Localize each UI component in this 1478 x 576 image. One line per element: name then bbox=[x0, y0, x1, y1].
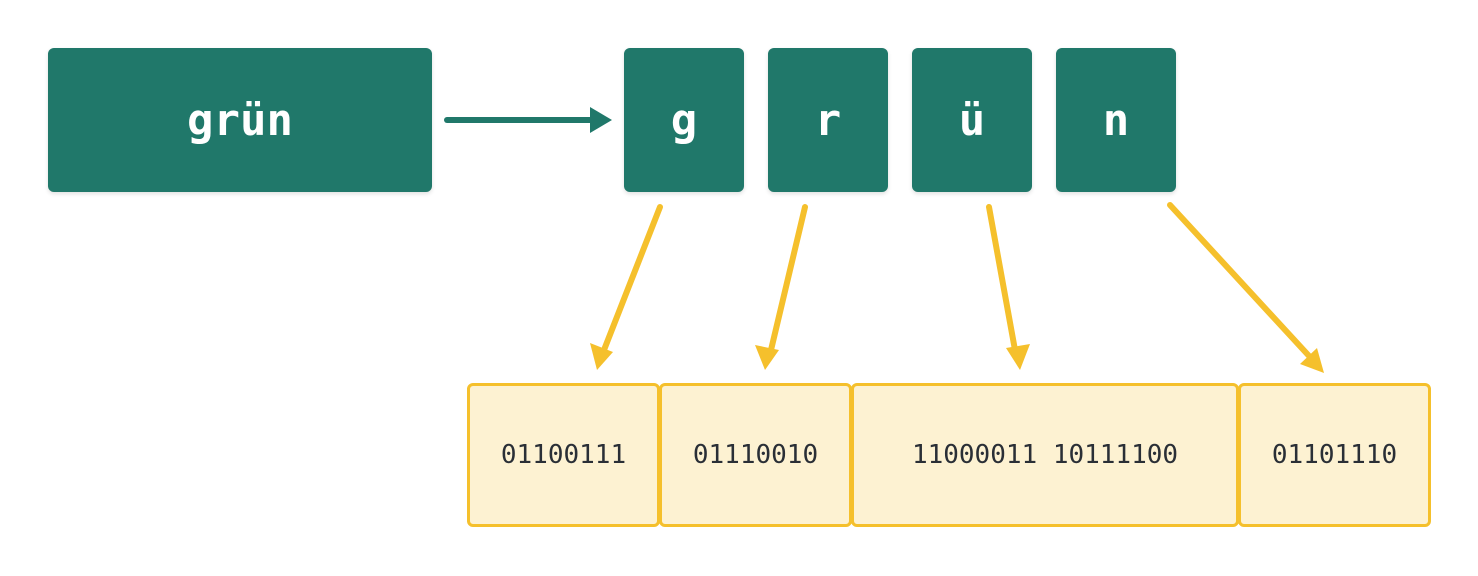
char-label: r bbox=[814, 94, 842, 146]
char-box-g: g bbox=[624, 48, 744, 192]
byte-cell-g: 01100111 bbox=[467, 383, 660, 527]
char-label: ü bbox=[958, 94, 986, 146]
char-label: n bbox=[1102, 94, 1130, 146]
byte-label: 01110010 bbox=[692, 440, 819, 470]
char-box-u-umlaut: ü bbox=[912, 48, 1032, 192]
byte-label: 01101110 bbox=[1271, 440, 1398, 470]
char-label: g bbox=[670, 94, 698, 146]
word-box: grün bbox=[48, 48, 432, 192]
char-box-r: r bbox=[768, 48, 888, 192]
encode-arrow-r bbox=[755, 204, 808, 370]
split-arrow bbox=[444, 107, 612, 133]
byte-label: 11000011 10111100 bbox=[911, 440, 1179, 470]
encode-arrow-u-umlaut bbox=[986, 204, 1030, 370]
byte-cell-n: 01101110 bbox=[1238, 383, 1431, 527]
char-box-n: n bbox=[1056, 48, 1176, 192]
byte-cell-r: 01110010 bbox=[659, 383, 852, 527]
byte-label: 01100111 bbox=[500, 440, 627, 470]
word-label: grün bbox=[187, 94, 293, 146]
encode-arrow-n bbox=[1167, 202, 1324, 373]
encode-arrow-g bbox=[590, 204, 663, 370]
byte-cell-u-umlaut: 11000011 10111100 bbox=[851, 383, 1239, 527]
